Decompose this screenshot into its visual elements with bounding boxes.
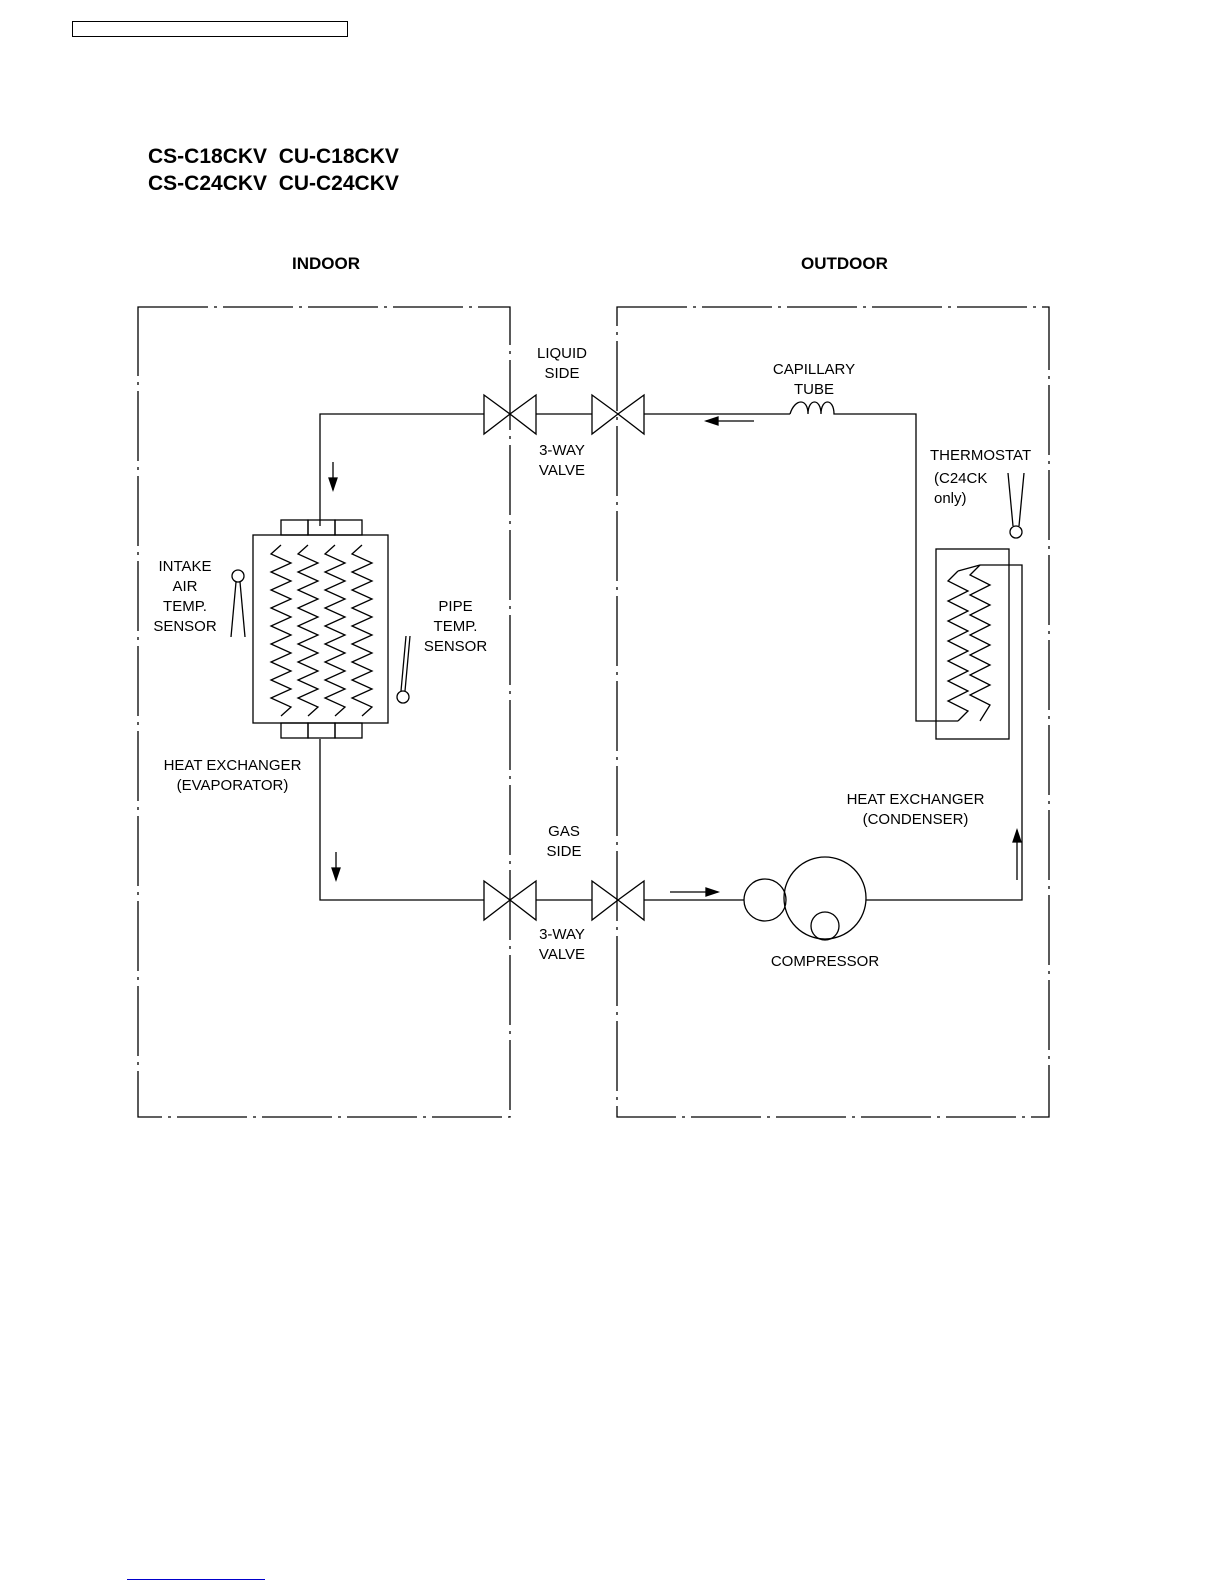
compressor-label: COMPRESSOR <box>760 952 890 972</box>
intake-air-temp-sensor-label: INTAKE AIR TEMP. SENSOR <box>145 557 225 637</box>
capillary-tube-label: CAPILLARY TUBE <box>759 360 869 400</box>
indoor-gas-pipe <box>320 739 484 900</box>
evaporator-label: HEAT EXCHANGER (EVAPORATOR) <box>150 756 315 796</box>
pipe-temp-sensor <box>397 636 410 703</box>
thermostat-sensor <box>1008 473 1024 538</box>
evaporator-heat-exchanger <box>253 520 388 738</box>
intake-air-temp-sensor <box>231 570 245 637</box>
pipe-temp-sensor-label: PIPE TEMP. SENSOR <box>418 597 493 657</box>
flow-arrow-condenser-inlet <box>1013 830 1021 880</box>
thermostat-note-label: (C24CK only) <box>934 469 987 509</box>
flow-arrow-indoor-liquid <box>329 462 337 490</box>
indoor-unit-boundary <box>138 307 510 1117</box>
flow-arrow-outdoor-gas <box>670 888 718 896</box>
condenser-label: HEAT EXCHANGER (CONDENSER) <box>833 790 998 830</box>
gas-valve-outdoor <box>592 881 644 920</box>
thermostat-label: THERMOSTAT <box>930 446 1031 466</box>
gas-3way-valve-label: 3-WAY VALVE <box>522 925 602 965</box>
capillary-tube-coil <box>790 402 842 414</box>
outdoor-unit-boundary <box>617 307 1049 1117</box>
flow-arrow-indoor-gas <box>332 852 340 880</box>
flow-arrow-outdoor-liquid <box>706 417 754 425</box>
compressor-discharge-pipe <box>866 565 1022 900</box>
compressor <box>744 857 866 940</box>
gas-side-label: GAS SIDE <box>524 822 604 862</box>
liquid-3way-valve-label: 3-WAY VALVE <box>522 441 602 481</box>
indoor-liquid-pipe <box>320 414 484 526</box>
footer-link-underline <box>127 1579 265 1580</box>
liquid-side-label: LIQUID SIDE <box>522 344 602 384</box>
condenser-heat-exchanger <box>936 549 1009 739</box>
liquid-valve-outdoor <box>592 395 644 434</box>
